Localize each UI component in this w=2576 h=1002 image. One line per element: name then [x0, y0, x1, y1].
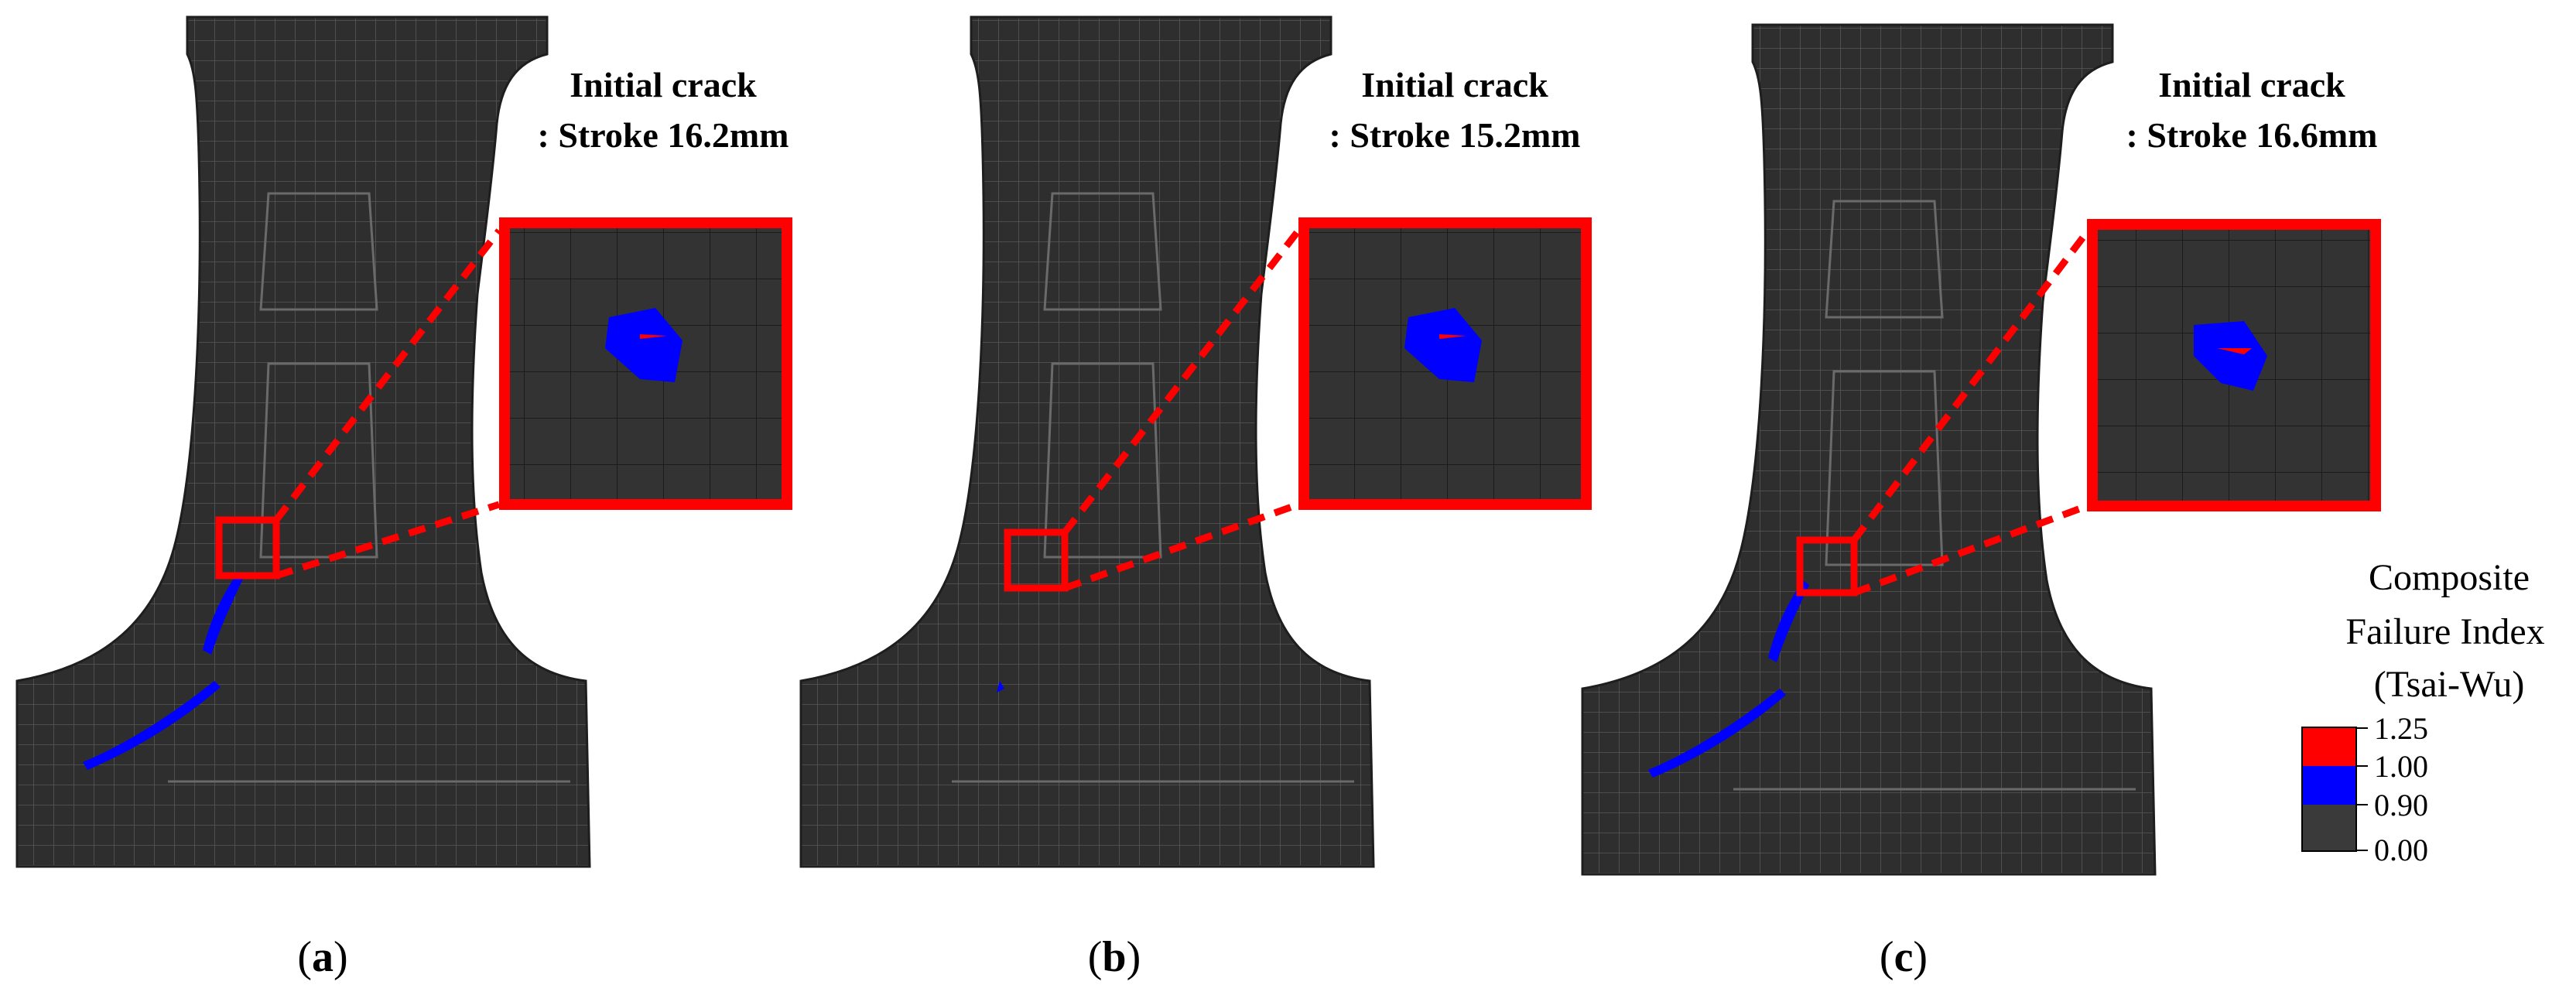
panel-b: Initial crack : Stroke 15.2mm (b) [799, 15, 1592, 981]
failure-region [1648, 689, 1786, 778]
caption-line2: : Stroke 15.2mm [1329, 115, 1581, 155]
crack-highlight-box [1004, 528, 1069, 592]
zoom-connector [1062, 228, 1302, 535]
zoom-connector [1852, 502, 2089, 597]
mesh-part [1581, 23, 2157, 876]
failure-region [997, 681, 1004, 693]
legend-swatch-red [2302, 727, 2356, 766]
mesh-part [799, 15, 1375, 868]
legend-frame [2301, 727, 2357, 852]
caption-line1: Initial crack [1361, 65, 1548, 104]
panel-label: (b) [1088, 933, 1141, 981]
crack-highlight-box [215, 516, 280, 580]
legend-tick-marks [2356, 727, 2368, 851]
mesh-feature-lines [259, 192, 378, 559]
legend-tick: 1.25 [2374, 711, 2428, 746]
failure-blob [1404, 308, 1482, 382]
panel-a: Initial crack : Stroke 16.2mm (a) [15, 15, 792, 981]
failure-blob [605, 308, 682, 382]
crack-tip [1439, 334, 1466, 339]
legend: Composite Failure Index (Tsai-Wu) 1.25 1… [2301, 557, 2545, 867]
legend-title-line2: Failure Index [2345, 611, 2544, 652]
zoom-connector [275, 501, 501, 580]
panel-label: (a) [297, 933, 347, 981]
legend-title-line1: Composite [2369, 557, 2530, 598]
legend-tick: 0.90 [2374, 788, 2428, 822]
caption-line2: : Stroke 16.2mm [538, 115, 789, 155]
zoom-connector [1063, 501, 1300, 592]
crack-highlight-box [1796, 536, 1858, 597]
caption-line1: Initial crack [2158, 65, 2345, 104]
failure-blob [2194, 321, 2267, 391]
zoom-connector [1851, 230, 2090, 542]
mesh-feature-lines [1825, 200, 1944, 566]
crack-tip [2217, 348, 2252, 354]
legend-swatch-blue [2302, 766, 2356, 805]
crack-tip [640, 334, 667, 339]
failure-region [1768, 580, 1809, 662]
failure-region [203, 573, 244, 655]
legend-tick: 0.00 [2374, 833, 2428, 867]
panel-c: Initial crack : Stroke 16.6mm (c) [1581, 23, 2381, 981]
legend-title-line3: (Tsai-Wu) [2374, 664, 2525, 705]
mesh-feature-lines [1043, 192, 1162, 559]
caption-line1: Initial crack [570, 65, 757, 104]
legend-swatch-gray [2302, 805, 2356, 851]
zoom-connector [273, 228, 502, 522]
failure-region [83, 681, 221, 770]
legend-tick: 1.00 [2374, 749, 2428, 784]
caption-line2: : Stroke 16.6mm [2126, 115, 2378, 155]
panel-label: (c) [1880, 933, 1928, 981]
